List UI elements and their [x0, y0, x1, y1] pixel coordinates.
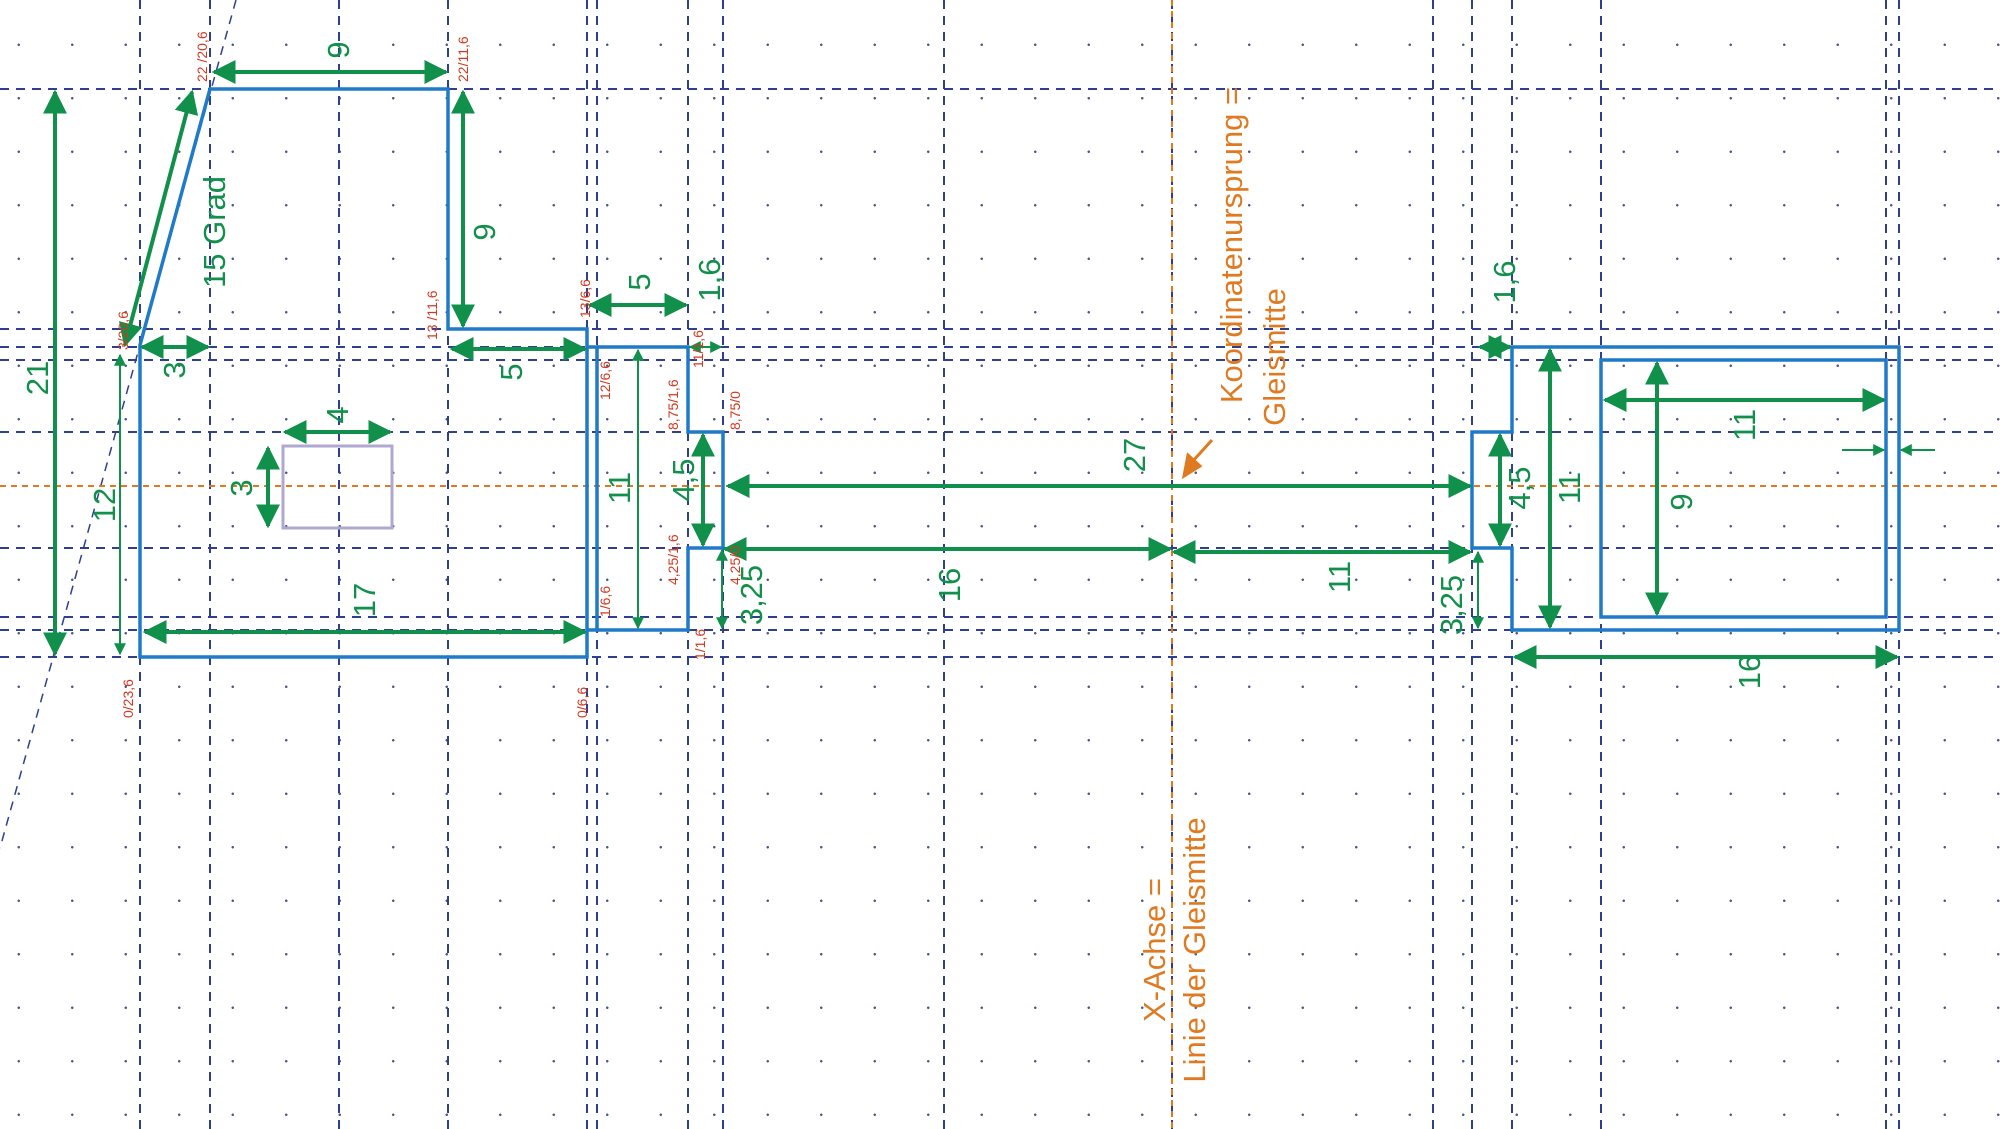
- dim-gap-right: 1,6: [1487, 260, 1522, 303]
- axis-annotations: Koordinatenursprung = Gleismitte X-Achse…: [1137, 87, 1292, 1083]
- dim-left-lower-height: 12: [87, 488, 122, 522]
- dim-inner-rect-height: 9: [1664, 493, 1699, 510]
- xaxis-annotation-line2: Linie der Gleismitte: [1177, 817, 1212, 1082]
- right-platform-outline: [1470, 345, 1901, 632]
- dim-inner-height-left: 11: [602, 472, 637, 504]
- dim-left-to-center: 16: [932, 568, 967, 602]
- dimension-labels: 9 9 15 Grad 21 3 12 4 3 17 5 5 1,6 11 4,…: [20, 41, 1767, 689]
- coord-label: 8,75/1,6: [665, 379, 681, 430]
- coord-label: 4,25/0: [727, 546, 743, 585]
- angle-label: 15 Grad: [197, 176, 232, 288]
- dim-notch-right-offset: 3,25: [1434, 575, 1469, 635]
- dimension-lines: [43, 60, 1900, 669]
- coord-label: 12/6,6: [597, 361, 613, 400]
- dim-total-height: 21: [20, 361, 55, 395]
- origin-arrow-icon: [1181, 438, 1214, 480]
- coord-label: 1/1,6: [692, 629, 708, 660]
- origin-annotation-line1: Koordinatenursprung =: [1214, 87, 1249, 403]
- dim-top-height: 9: [467, 223, 502, 240]
- dim-notch-left-offset: 3,25: [734, 565, 769, 625]
- coord-label: 0/23,6: [120, 679, 136, 718]
- dim-clearance: 27: [1117, 438, 1152, 472]
- window-opening: [281, 444, 394, 530]
- coord-label: 11/1,6: [690, 330, 706, 368]
- dim-inner-rect-width: 11: [1727, 409, 1762, 441]
- coord-label: 4,25/1,6: [665, 534, 681, 585]
- dim-window-width: 4: [320, 406, 355, 423]
- dim-right-width: 16: [1732, 655, 1767, 689]
- left-structure-step: [587, 345, 599, 632]
- xaxis-annotation-line1: X-Achse =: [1137, 878, 1172, 1022]
- coordinate-labels: 22 /20,6 22/11,6 13 /11,6 13/6,6 3/20,6 …: [115, 31, 743, 718]
- dim-inner-width: 5: [622, 273, 657, 290]
- dim-center-to-right: 11: [1322, 561, 1357, 593]
- dim-notch-right: 4,5: [1502, 466, 1537, 509]
- coord-label: 8,75/0: [727, 391, 743, 430]
- right-inner-rectangle: [1599, 358, 1888, 619]
- coord-label: 0/6,6: [574, 687, 590, 718]
- coord-label: 13 /11,6: [424, 290, 440, 340]
- coord-label: 13/6,6: [577, 279, 593, 318]
- dim-top-width: 9: [321, 41, 356, 58]
- coord-label: 3/20,6: [115, 311, 131, 350]
- dim-base-width: 17: [347, 583, 382, 617]
- coord-label: 22 /20,6: [194, 31, 210, 82]
- dim-step-width: 5: [494, 363, 529, 380]
- dim-notch-left: 4,5: [666, 458, 701, 501]
- dim-window-height: 3: [224, 479, 259, 496]
- coord-label: 1/6,6: [597, 586, 613, 617]
- dim-right-height: 11: [1552, 472, 1587, 504]
- dim-gap-left: 1,6: [692, 258, 727, 301]
- origin-annotation-line2: Gleismitte: [1257, 288, 1292, 426]
- dim-slant-offset: 3: [157, 361, 192, 378]
- left-platform-outline: [597, 345, 725, 632]
- coord-label: 22/11,6: [455, 36, 471, 82]
